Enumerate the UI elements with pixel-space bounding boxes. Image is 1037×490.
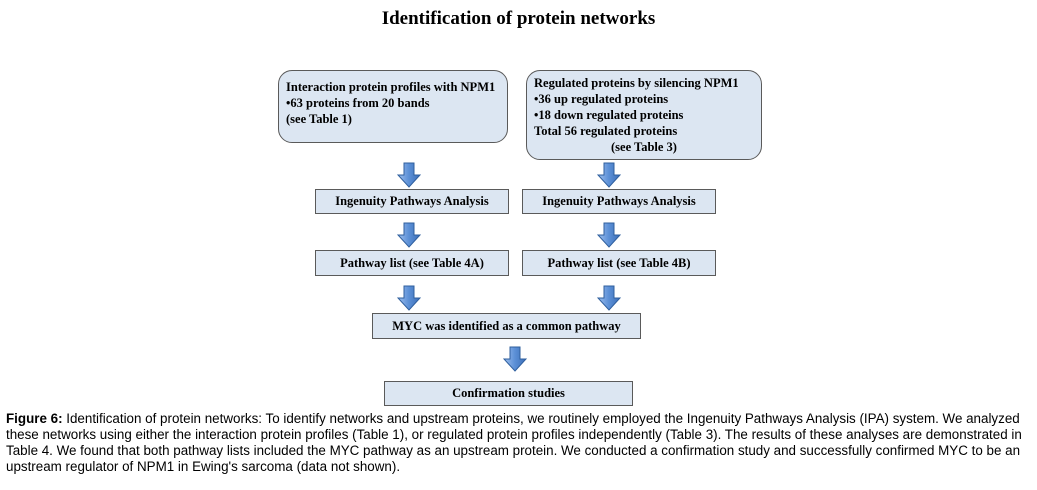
figure-title: Identification of protein networks — [381, 8, 656, 29]
down-arrow-icon — [597, 285, 621, 311]
regulated-profile-line-5: (see Table 3) — [611, 140, 677, 154]
caption-text: Identification of protein networks: To i… — [6, 411, 1022, 474]
regulated-profile-line-2: •36 up regulated proteins — [534, 92, 669, 106]
down-arrow-icon — [597, 162, 621, 188]
right-pathway-label: Pathway list (see Table 4B) — [547, 255, 691, 270]
left-ipa-box: Ingenuity Pathways Analysis — [315, 189, 509, 214]
down-arrow-icon — [397, 162, 421, 188]
figure-caption: Figure 6: Identification of protein netw… — [6, 411, 1032, 475]
interaction-profile-line-1: Interaction protein profiles with NPM1 — [286, 80, 496, 94]
regulated-profile-line-3: •18 down regulated proteins — [534, 108, 684, 122]
right-ipa-label: Ingenuity Pathways Analysis — [542, 194, 696, 208]
down-arrow-icon — [597, 222, 621, 248]
confirmation-label: Confirmation studies — [452, 386, 565, 400]
interaction-profile-box: Interaction protein profiles with NPM1 •… — [278, 70, 508, 143]
left-ipa-label: Ingenuity Pathways Analysis — [335, 194, 489, 208]
interaction-profile-line-3: (see Table 1) — [286, 112, 352, 126]
common-pathway-label: MYC was identified as a common pathway — [392, 318, 621, 333]
interaction-profile-line-2: •63 proteins from 20 bands — [286, 96, 430, 110]
down-arrow-icon — [397, 285, 421, 311]
down-arrow-icon — [503, 346, 527, 372]
right-ipa-box: Ingenuity Pathways Analysis — [522, 189, 716, 214]
down-arrow-icon — [397, 222, 421, 248]
regulated-profile-line-1: Regulated proteins by silencing NPM1 — [534, 76, 739, 90]
left-pathway-label: Pathway list (see Table 4A) — [340, 255, 484, 270]
regulated-profile-line-4: Total 56 regulated proteins — [534, 124, 678, 138]
caption-label: Figure 6: — [6, 411, 63, 426]
regulated-profile-box: Regulated proteins by silencing NPM1 •36… — [526, 70, 762, 160]
common-pathway-box: MYC was identified as a common pathway — [372, 313, 641, 339]
confirmation-box: Confirmation studies — [384, 381, 633, 406]
right-pathway-box: Pathway list (see Table 4B) — [522, 250, 716, 276]
left-pathway-box: Pathway list (see Table 4A) — [315, 250, 509, 276]
